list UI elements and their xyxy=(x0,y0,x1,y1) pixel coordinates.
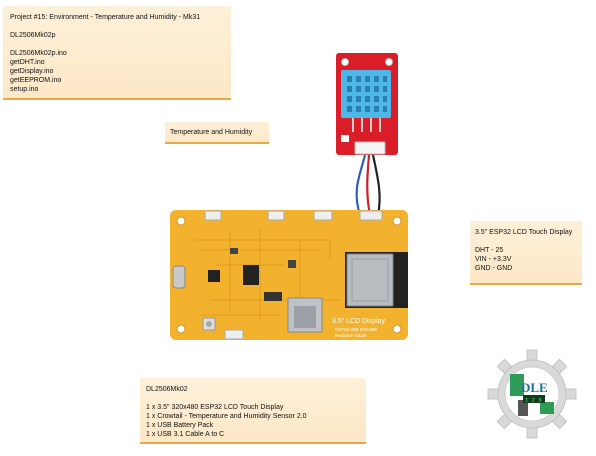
sensor-connector xyxy=(354,141,386,155)
note-line: VIN - +3.3V xyxy=(475,256,512,263)
sensor-wires xyxy=(355,154,381,216)
usb-c-port xyxy=(172,265,186,289)
note-line: 1 x USB Battery Pack xyxy=(146,422,214,429)
top-connector xyxy=(267,210,285,221)
ic-chip xyxy=(288,260,296,268)
bottom-connector xyxy=(224,329,244,340)
top-connector xyxy=(313,210,333,221)
note-line: GND - GND xyxy=(475,265,513,272)
board-silk-title: 3.5" LCD Display xyxy=(332,318,386,325)
note-line: DL2506Mk02 xyxy=(146,386,188,393)
dle-logo: DLE 1 2 3 xyxy=(487,349,577,439)
ic-chip xyxy=(243,265,259,285)
bom-note: DL2506Mk02 1 x 3.5" 320x480 ESP32 LCD To… xyxy=(140,378,366,444)
project-note: Project #15: Environment - Temperature a… xyxy=(3,6,231,100)
wire-blue xyxy=(355,154,367,216)
note-line: getDisplay.ino xyxy=(10,68,54,75)
sensor-title-note: Temperature and Humidity xyxy=(165,122,269,144)
wire-red xyxy=(366,154,372,216)
esp32-module xyxy=(346,253,394,307)
ic-chip xyxy=(208,270,220,282)
note-line: Project #15: Environment - Temperature a… xyxy=(10,14,201,21)
mount-hole xyxy=(392,216,402,226)
note-line: DHT - 25 xyxy=(475,247,504,254)
logo-screen xyxy=(523,395,545,403)
mount-hole xyxy=(176,324,186,334)
top-connector xyxy=(359,210,383,221)
mount-hole xyxy=(341,58,349,66)
logo-text: DLE xyxy=(521,380,548,395)
note-line: 3.5" ESP32 LCD Touch Display xyxy=(475,229,573,236)
ic-chip xyxy=(230,248,238,254)
ic-chip xyxy=(264,292,282,301)
top-connector xyxy=(204,210,222,221)
note-line: getEEPROM.ino xyxy=(10,77,62,84)
note-line: setup.ino xyxy=(10,86,39,93)
mount-hole xyxy=(392,324,402,334)
wire-black xyxy=(371,154,381,216)
display-note: 3.5" ESP32 LCD Touch Display DHT - 25 VI… xyxy=(470,221,582,285)
board-silk-sub2: Resistive Touch xyxy=(335,333,367,338)
dht-grille xyxy=(347,76,387,112)
logo-board xyxy=(510,374,524,396)
note-line: 1 x Crowtail - Temperature and Humidity … xyxy=(146,413,307,420)
mount-hole xyxy=(385,58,393,66)
note-line: DL2506Mk02p.ino xyxy=(10,50,67,57)
note-line: 1 x USB 3.1 Cable A to C xyxy=(146,431,225,438)
note-line: DL2506Mk02p xyxy=(10,32,56,39)
note-line: 1 x 3.5" 320x480 ESP32 LCD Touch Display xyxy=(146,404,284,411)
note-line: Temperature and Humidity xyxy=(170,129,253,136)
dht-sensor-module xyxy=(336,53,398,155)
mount-hole xyxy=(176,216,186,226)
note-line: getDHT.ino xyxy=(10,59,45,66)
board-silk-sub: ESP32-32E 320x480 xyxy=(335,327,378,332)
logo-screen-text: 1 2 3 xyxy=(525,397,542,404)
esp32-lcd-board: 3.5" LCD Display ESP32-32E 320x480 Resis… xyxy=(170,210,408,340)
